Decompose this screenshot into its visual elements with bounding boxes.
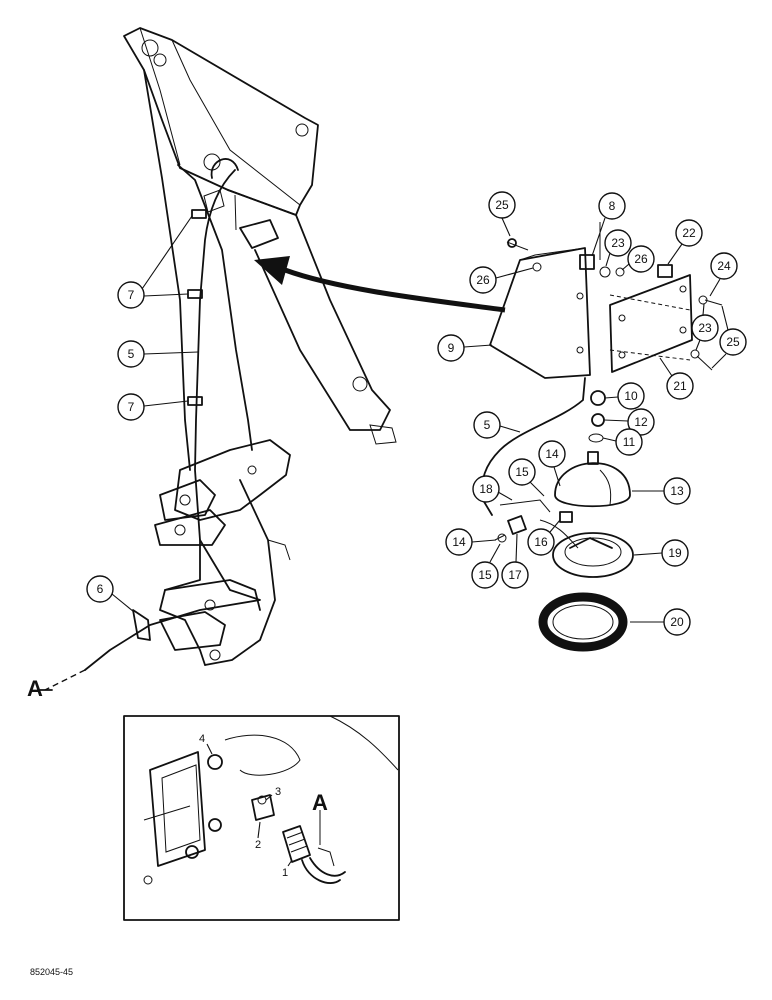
svg-text:16: 16	[534, 535, 548, 549]
callout-13: 13	[632, 477, 691, 505]
svg-text:12: 12	[634, 415, 648, 429]
svg-text:7: 7	[128, 288, 135, 302]
inset-detail: 4 3 2 1 A	[123, 715, 400, 921]
callout-6: 6	[86, 575, 135, 613]
svg-text:20: 20	[670, 615, 684, 629]
svg-text:23: 23	[698, 321, 712, 335]
svg-text:15: 15	[515, 465, 529, 479]
svg-text:6: 6	[97, 582, 104, 596]
callout-20: 20	[630, 608, 691, 636]
inset-label-4: 4	[199, 733, 205, 745]
callout-19: 19	[633, 539, 689, 567]
plate-21	[609, 274, 693, 373]
callout-7b: 7	[117, 393, 189, 421]
svg-text:26: 26	[634, 252, 648, 266]
clip-6	[132, 609, 151, 641]
inset-label-3: 3	[275, 786, 281, 798]
callout-21: 21	[659, 357, 694, 400]
svg-text:13: 13	[670, 484, 684, 498]
svg-text:26: 26	[476, 273, 490, 287]
callout-15b: 15	[471, 543, 501, 589]
callout-15a: 15	[508, 458, 545, 497]
callout-18: 18	[472, 475, 513, 503]
inset-label-1: 1	[282, 867, 288, 879]
svg-text:8: 8	[609, 199, 616, 213]
arm-bracket	[239, 219, 279, 249]
lens-assembly-19	[552, 532, 634, 578]
callout-5b: 5	[473, 411, 521, 439]
callout-14a: 14	[538, 440, 566, 487]
gasket-20	[538, 592, 628, 652]
svg-text:17: 17	[508, 568, 522, 582]
callout-22: 22	[667, 219, 703, 265]
callout-10: 10	[604, 382, 645, 410]
callout-23a: 23	[604, 229, 632, 267]
connector-lead-dashed	[44, 669, 86, 691]
svg-text:7: 7	[128, 400, 135, 414]
callout-11: 11	[602, 428, 643, 456]
callout-16: 16	[527, 519, 561, 556]
inset-label-2: 2	[255, 839, 261, 851]
svg-text:15: 15	[478, 568, 492, 582]
loader-arm	[123, 27, 397, 471]
callout-17: 17	[501, 533, 529, 589]
callout-5a: 5	[117, 340, 199, 368]
svg-text:14: 14	[545, 447, 559, 461]
harness-loop	[210, 158, 239, 179]
callout-26b: 26	[621, 245, 655, 273]
svg-text:24: 24	[717, 259, 731, 273]
svg-text:22: 22	[682, 226, 696, 240]
assembly-arrow	[254, 256, 506, 313]
svg-text:5: 5	[484, 418, 491, 432]
svg-text:10: 10	[624, 389, 638, 403]
lamp-13	[554, 451, 631, 508]
callout-25b: 25	[711, 305, 747, 369]
wire-harness-5	[84, 169, 261, 671]
svg-text:23: 23	[611, 236, 625, 250]
bucket-mount	[154, 439, 291, 666]
callout-7a: 7	[117, 215, 193, 309]
svg-text:25: 25	[726, 335, 740, 349]
callout-24: 24	[709, 252, 738, 297]
svg-text:19: 19	[668, 546, 682, 560]
callout-26a: 26	[469, 266, 534, 294]
callout-8: 8	[591, 192, 626, 257]
connectors	[494, 499, 579, 549]
hardware	[506, 222, 723, 443]
callout-23b: 23	[691, 303, 719, 351]
connector-label-inset: A	[312, 790, 328, 815]
callout-14b: 14	[445, 528, 497, 556]
svg-text:18: 18	[479, 482, 493, 496]
svg-text:11: 11	[623, 435, 636, 449]
callout-12: 12	[603, 408, 655, 436]
connector-label-main: A	[27, 676, 43, 701]
callout-9: 9	[437, 334, 493, 362]
svg-text:5: 5	[128, 347, 135, 361]
svg-text:25: 25	[495, 198, 509, 212]
callout-25a: 25	[488, 191, 516, 237]
svg-text:14: 14	[452, 535, 466, 549]
mount-bracket-9	[489, 247, 591, 379]
svg-text:9: 9	[448, 341, 455, 355]
svg-text:21: 21	[673, 379, 687, 393]
figure-id: 852045-45	[30, 967, 73, 977]
